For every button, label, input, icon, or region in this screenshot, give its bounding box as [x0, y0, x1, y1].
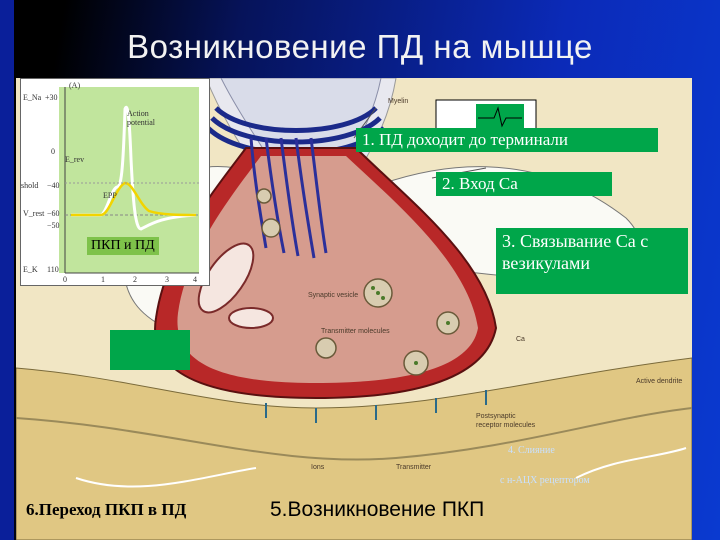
inset-label-ena: E_Na — [23, 93, 42, 102]
inset-label-erev: E_rev — [65, 155, 85, 164]
inset-tick-minus60: −60 — [47, 209, 60, 218]
inset-xtick-4: 4 — [193, 275, 197, 284]
inset-label-shold: shold — [21, 181, 39, 190]
label-synaptic-vesicle: Synaptic vesicle — [308, 292, 359, 299]
inset-epp-label: EPP — [103, 191, 117, 200]
label-ca: Ca — [516, 336, 525, 343]
slide-title: Возникновение ПД на мышце — [127, 28, 593, 65]
inset-xtick-0: 0 — [63, 275, 67, 284]
step-6-marker — [110, 330, 190, 370]
inset-label-ek: E_K — [23, 265, 38, 274]
label-receptor-molecules: receptor molecules — [476, 422, 536, 429]
inset-tick-minus50: −50 — [47, 221, 60, 230]
step-3-box: 3. Связывание Ca с везикулами — [496, 228, 688, 294]
label-ions: Ions — [311, 464, 325, 471]
inset-ap-label: Action potential — [127, 109, 155, 127]
inset-caption-box: ПКП и ПД — [87, 237, 159, 255]
step-5-label: 5.Возникновение ПКП — [270, 498, 485, 521]
inset-panel-letter: (A) — [69, 81, 81, 90]
label-active-dendrite: Active dendrite — [636, 378, 683, 385]
inset-tick-minus40: −40 — [47, 181, 60, 190]
step-4-line2: с н-АЦХ рецептором — [500, 475, 590, 486]
inset-xtick-3: 3 — [165, 275, 169, 284]
inset-label-vrest: V_rest — [23, 209, 45, 218]
label-transmitter: Transmitter — [396, 464, 432, 471]
action-potential-inset: (A) E_Na +30 0 E_rev −40 shold V_rest −6… — [20, 78, 210, 286]
step-2-box: 2. Вход Ca — [436, 172, 612, 196]
step-6-label: 6.Переход ПКП в ПД — [26, 500, 187, 519]
label-postsynaptic: Postsynaptic — [476, 413, 516, 420]
inset-graph — [59, 87, 199, 274]
inset-tick-plus30: +30 — [45, 93, 58, 102]
inset-tick-0: 0 — [51, 147, 55, 156]
step-4-line1: 4. Слияние — [508, 445, 555, 456]
inset-xtick-2: 2 — [133, 275, 137, 284]
inset-xtick-1: 1 — [101, 275, 105, 284]
step-1-box: 1. ПД доходит до терминали — [356, 128, 658, 152]
left-accent-bar — [0, 0, 14, 540]
label-transmitter-molecules: Transmitter molecules — [321, 328, 390, 335]
inset-tick-110: 110 — [47, 265, 59, 274]
label-myelin: Myelin — [388, 98, 409, 105]
